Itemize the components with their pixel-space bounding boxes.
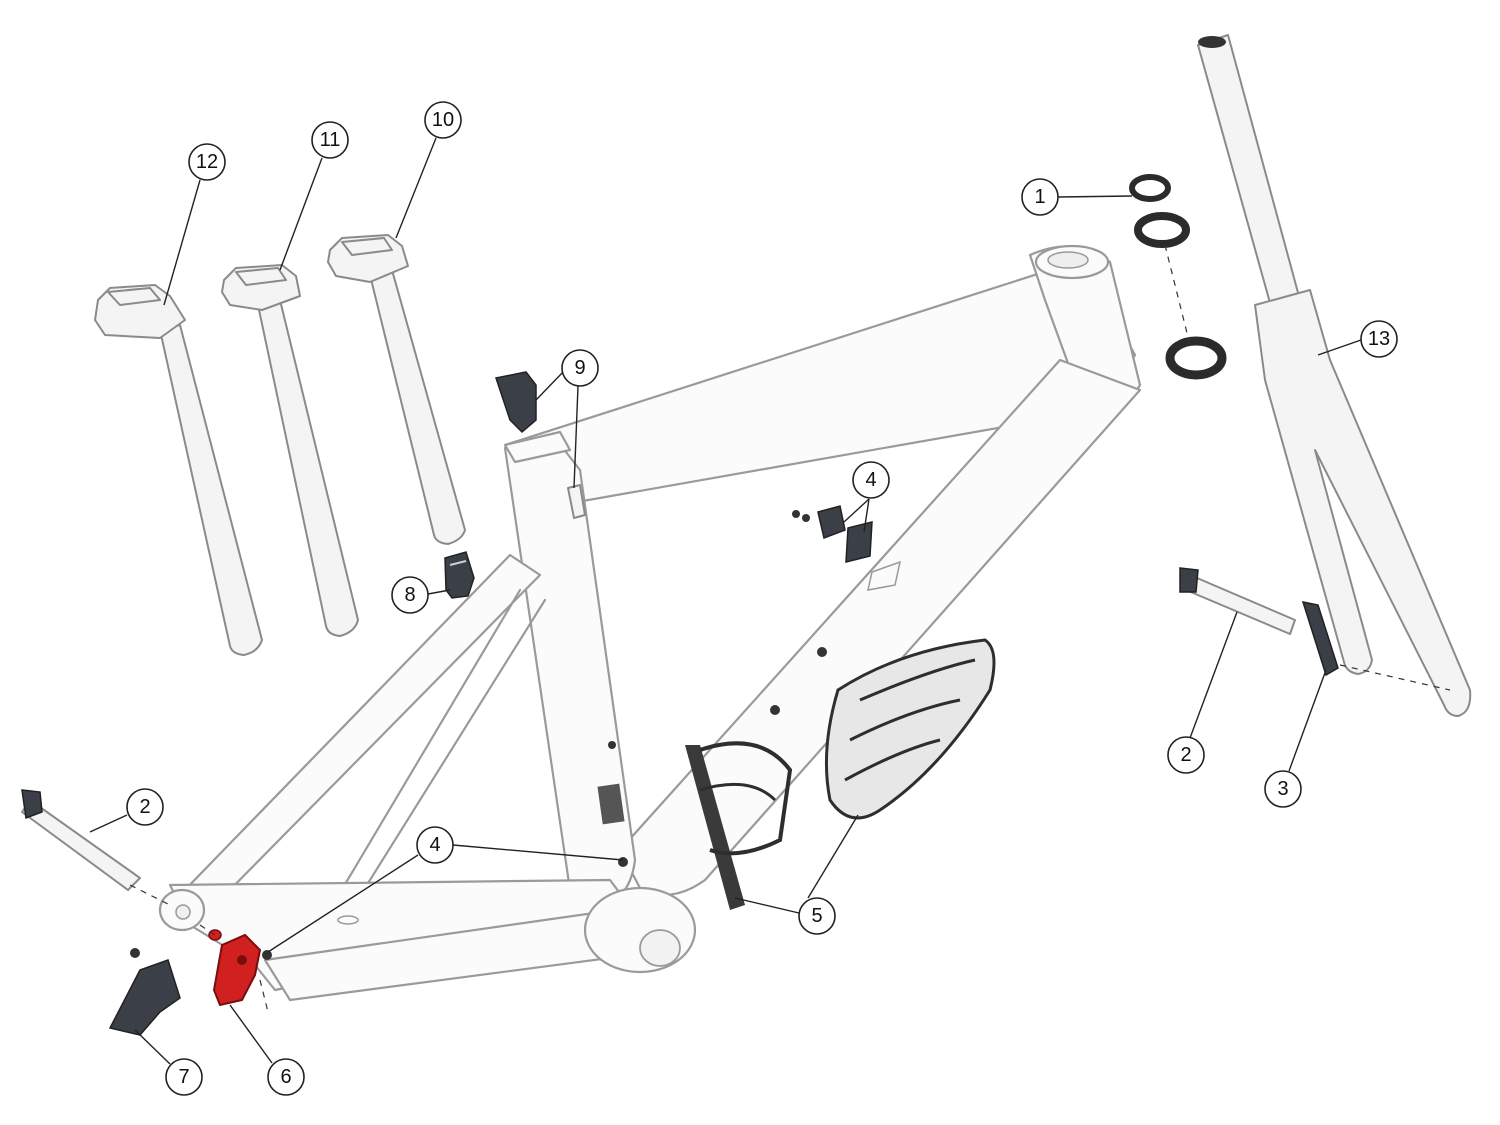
svg-text:2: 2: [1180, 744, 1191, 766]
callout-10: 10: [424, 101, 462, 139]
derailleur-hanger: [208, 929, 262, 1007]
assembly-lines: [129, 244, 1451, 1013]
callout-4-bottom: 4: [416, 826, 454, 864]
bolt-inserts: [262, 505, 873, 960]
callout-3: 3: [1264, 770, 1302, 808]
callout-2-front: 2: [1167, 736, 1205, 774]
callout-12: 12: [188, 143, 226, 181]
callout-9: 9: [561, 349, 599, 387]
rear-thru-axle: [21, 789, 141, 891]
front-thru-axle: [1179, 567, 1296, 635]
fork: [1197, 34, 1472, 717]
axle-nut-plate: [1301, 601, 1339, 677]
svg-text:3: 3: [1277, 778, 1288, 800]
callout-5: 5: [798, 897, 836, 935]
svg-text:7: 7: [178, 1066, 189, 1088]
seat-clamp-wedge: [444, 551, 475, 599]
callout-1: 1: [1021, 178, 1059, 216]
svg-text:2: 2: [139, 796, 150, 818]
svg-text:6: 6: [280, 1066, 291, 1088]
svg-text:13: 13: [1368, 328, 1390, 350]
svg-text:11: 11: [320, 129, 341, 151]
bottle-cage-upper: [824, 638, 996, 820]
callout-6: 6: [267, 1058, 305, 1096]
seatpost-10: [327, 234, 466, 545]
svg-text:9: 9: [574, 357, 585, 379]
svg-text:4: 4: [429, 834, 440, 856]
svg-text:5: 5: [811, 905, 822, 927]
mech-hanger: [108, 948, 181, 1036]
svg-text:4: 4: [865, 469, 876, 491]
svg-text:12: 12: [196, 151, 218, 173]
leader-lines: [89, 137, 1362, 1065]
seatpost-12: [94, 284, 263, 656]
bike-frame: [158, 244, 1142, 1002]
cable-guide: [495, 371, 586, 519]
callout-13: 13: [1360, 320, 1398, 358]
callout-11: 11: [311, 121, 349, 159]
headset-bearings: [1129, 174, 1227, 380]
seatpost-11: [221, 264, 359, 637]
callout-2-rear: 2: [126, 788, 164, 826]
callout-4-top: 4: [852, 461, 890, 499]
svg-text:8: 8: [404, 584, 415, 606]
svg-text:10: 10: [432, 109, 454, 131]
svg-text:1: 1: [1034, 186, 1045, 208]
callout-8: 8: [391, 576, 429, 614]
callout-7: 7: [165, 1058, 203, 1096]
bottle-cage-lower: [685, 741, 793, 910]
